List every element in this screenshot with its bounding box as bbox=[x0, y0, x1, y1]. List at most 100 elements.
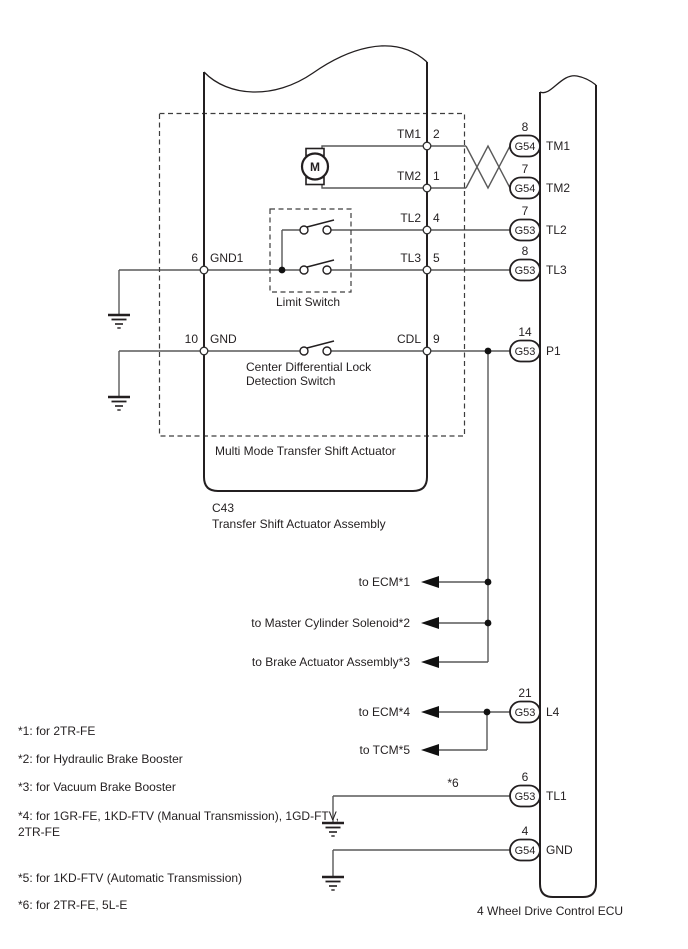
pin-number: 14 bbox=[518, 325, 532, 339]
ecu-terminal-label: TL3 bbox=[546, 263, 567, 277]
ground-icon bbox=[108, 395, 130, 411]
switches bbox=[299, 219, 335, 356]
dashed-boxes bbox=[158, 112, 466, 437]
actuator-pin-label: GND bbox=[210, 332, 237, 346]
limit-switch-upper-contact-icon bbox=[299, 219, 335, 235]
wire-note-label: *6 bbox=[447, 776, 459, 790]
branch-label: to Master Cylinder Solenoid*2 bbox=[251, 616, 410, 630]
motor-label: M bbox=[310, 160, 320, 174]
pin-terminal bbox=[422, 183, 432, 193]
junction-dot bbox=[278, 266, 286, 274]
cdl-switch-label-line1: Center Differential Lock bbox=[246, 360, 372, 374]
pin-number: 7 bbox=[522, 162, 529, 176]
pin-number: 4 bbox=[522, 824, 529, 838]
multi-mode-label: Multi Mode Transfer Shift Actuator bbox=[215, 444, 396, 458]
pin-terminal bbox=[422, 346, 432, 356]
actuator-pin-label: TL2 bbox=[400, 211, 421, 225]
connector-oval-l4: G53 bbox=[509, 700, 541, 724]
wires bbox=[118, 144, 511, 877]
captions: Limit Switch Center Differential Lock De… bbox=[212, 295, 623, 918]
limit-switch-lower-contact-icon bbox=[299, 259, 335, 275]
arrow-left-icon bbox=[421, 617, 439, 629]
connector-code: G53 bbox=[515, 346, 536, 358]
pin-terminal bbox=[422, 225, 432, 235]
pin-number: 6 bbox=[522, 770, 529, 784]
pin-number: 8 bbox=[522, 120, 529, 134]
actuator-pin-label: TM2 bbox=[397, 169, 421, 183]
actuator-pin-label: TL3 bbox=[400, 251, 421, 265]
grounds bbox=[108, 313, 344, 891]
connector-code: G53 bbox=[515, 791, 536, 803]
pin-terminal bbox=[422, 141, 432, 151]
ecu-terminal-label: TL1 bbox=[546, 789, 567, 803]
ecu-terminal-label: GND bbox=[546, 843, 573, 857]
actuator-pin-label: TM1 bbox=[397, 127, 421, 141]
ecu-connectors: G54 G54 G53 G53 G53 G53 bbox=[509, 134, 541, 862]
actuator-pin-number: 10 bbox=[185, 332, 199, 346]
footnote-3: *3: for Vacuum Brake Booster bbox=[18, 780, 176, 794]
ground-icon bbox=[108, 313, 130, 329]
actuator-break-line bbox=[203, 45, 428, 93]
branch-labels: to ECM*1 to Master Cylinder Solenoid*2 t… bbox=[251, 575, 410, 757]
ecu-name-label: 4 Wheel Drive Control ECU bbox=[477, 904, 623, 918]
arrow-left-icon bbox=[421, 656, 439, 668]
motor-icon: M bbox=[300, 147, 330, 186]
wire-ecu-gnd bbox=[332, 849, 510, 877]
ground-icon bbox=[322, 875, 344, 891]
branch-label: to Brake Actuator Assembly*3 bbox=[252, 655, 410, 669]
wire-tl1 bbox=[332, 795, 510, 823]
ecu-terminal-label: TM2 bbox=[546, 181, 570, 195]
ecu-terminal-label: TM1 bbox=[546, 139, 570, 153]
arrow-left-icon bbox=[421, 576, 439, 588]
footnote-5: *5: for 1KD-FTV (Automatic Transmission) bbox=[18, 871, 243, 885]
footnote-1: *1: for 2TR-FE bbox=[18, 724, 96, 738]
connector-oval-gnd: G54 bbox=[509, 838, 541, 862]
connector-oval-p1: G53 bbox=[509, 339, 541, 363]
connector-oval-tl1: G53 bbox=[509, 784, 541, 808]
pin-terminal bbox=[422, 265, 432, 275]
pin-number: 7 bbox=[522, 204, 529, 218]
pin-number: 8 bbox=[522, 244, 529, 258]
cdl-switch-label-line2: Detection Switch bbox=[246, 374, 335, 388]
cdl-switch-contact-icon bbox=[299, 340, 335, 356]
actuator-pin-number: 9 bbox=[433, 332, 440, 346]
actuator-name-label: Transfer Shift Actuator Assembly bbox=[212, 517, 386, 531]
actuator-pin-labels: TM1 2 TM2 1 TL2 4 TL3 5 CDL 9 6 GND1 10 … bbox=[185, 127, 440, 346]
wire-tm2 bbox=[321, 184, 427, 189]
connector-code: G53 bbox=[515, 265, 536, 277]
connector-code: G53 bbox=[515, 225, 536, 237]
connector-oval-tm2: G54 bbox=[509, 176, 541, 200]
twisted-pair-icon bbox=[465, 144, 511, 190]
actuator-outline bbox=[203, 62, 428, 492]
connector-oval-tl3: G53 bbox=[509, 258, 541, 282]
branch-label: to TCM*5 bbox=[360, 743, 411, 757]
connector-oval-tm1: G54 bbox=[509, 134, 541, 158]
wire-twist-leads bbox=[427, 145, 466, 189]
footnote-2: *2: for Hydraulic Brake Booster bbox=[18, 752, 183, 766]
connector-code: G54 bbox=[515, 183, 536, 195]
ecu-terminal-label: L4 bbox=[546, 705, 560, 719]
connector-oval-tl2: G53 bbox=[509, 218, 541, 242]
ecu-break-line bbox=[539, 75, 597, 94]
connector-code: G53 bbox=[515, 707, 536, 719]
arrow-left-icon bbox=[421, 744, 439, 756]
connector-code: G54 bbox=[515, 141, 536, 153]
ecu-terminal-label: TL2 bbox=[546, 223, 567, 237]
wire-tm1 bbox=[321, 145, 427, 149]
actuator-pin-number: 4 bbox=[433, 211, 440, 225]
wire-branches-1 bbox=[439, 581, 488, 663]
pin-terminals bbox=[199, 141, 432, 356]
ecu-terminal-label: P1 bbox=[546, 344, 561, 358]
ecu-pin-numbers: 8 7 7 8 14 21 6 4 bbox=[518, 120, 532, 838]
junction-dot bbox=[484, 347, 492, 355]
limit-switch-dashed-box bbox=[269, 208, 352, 293]
actuator-pin-number: 5 bbox=[433, 251, 440, 265]
connector-code: G54 bbox=[515, 845, 536, 857]
footnote-4: *4: for 1GR-FE, 1KD-FTV (Manual Transmis… bbox=[18, 809, 339, 839]
pin-number: 21 bbox=[518, 686, 532, 700]
branch-arrows bbox=[421, 576, 439, 756]
pin-terminal bbox=[199, 346, 209, 356]
component-outlines bbox=[203, 45, 597, 898]
